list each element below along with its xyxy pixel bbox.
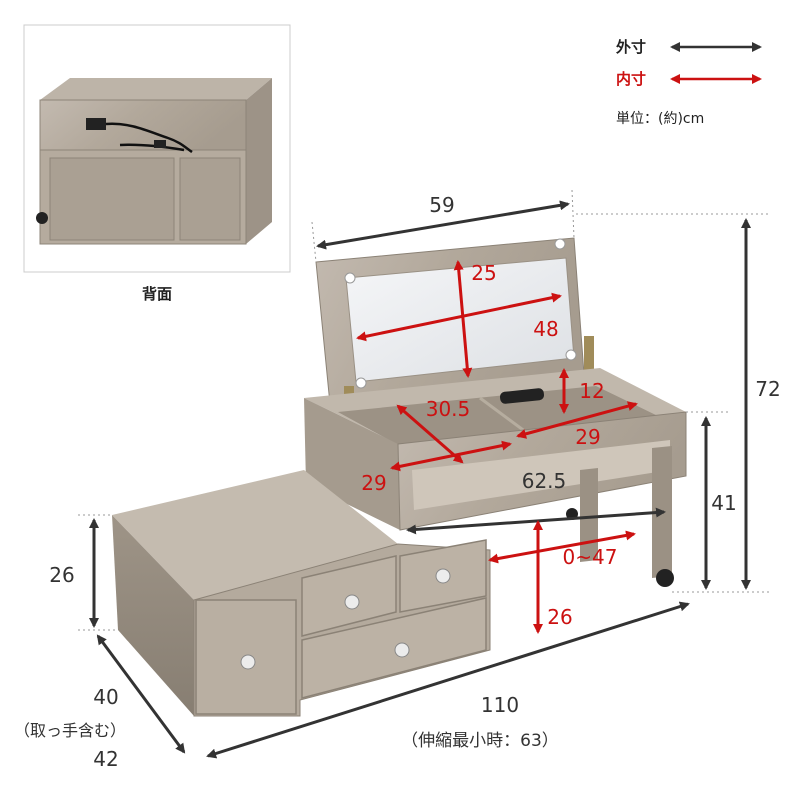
- label-desk-height: 41: [711, 491, 736, 515]
- back-view-upper-panel: [39, 99, 247, 151]
- back-view-top: [40, 78, 272, 100]
- drawer-knob-icon: [394, 642, 410, 658]
- back-view-board-right: [179, 157, 241, 241]
- outer-dimension-labels: 59 72 41 26 40 （取っ手含む） 42 110 （伸縮最小時：63）…: [14, 193, 781, 771]
- label-cabinet-height: 26: [49, 563, 74, 587]
- label-right-compartment-width: 29: [575, 425, 600, 449]
- drawer-knob-icon: [240, 654, 256, 670]
- cable-hole-icon: [499, 388, 545, 404]
- legend-unit-label: 単位：(約)cm: [616, 111, 704, 127]
- inner-dimension-labels: 25 48 12 30.5 29 29 26 0~47: [361, 261, 617, 629]
- legend-inner-label: 内寸: [616, 70, 646, 88]
- arrow-slide-range: [488, 530, 636, 564]
- arrow-right-compartment-width: [516, 401, 638, 439]
- back-view-side: [246, 78, 272, 244]
- mirror-light-icon: [554, 238, 566, 250]
- back-view-board-left: [49, 157, 175, 241]
- outer-dimension-arrows: [89, 200, 751, 759]
- arrow-width-extended: [206, 601, 690, 759]
- drawer-knob-icon: [435, 568, 451, 584]
- label-width-note: （伸縮最小時：63）: [401, 731, 559, 751]
- cabinet-top: [112, 470, 398, 600]
- vanity-desk: [112, 237, 687, 717]
- back-view: 背面: [23, 24, 291, 303]
- arrow-mirror-width: [356, 292, 562, 342]
- power-cable-icon: [105, 122, 193, 154]
- label-depth: 42: [93, 747, 118, 771]
- label-shelf-width: 62.5: [522, 469, 567, 493]
- label-lid-width: 59: [429, 193, 454, 217]
- mirror-light-icon: [565, 349, 577, 361]
- label-total-height: 72: [755, 377, 780, 401]
- desk-box-side: [304, 398, 400, 530]
- arrow-depth: [96, 634, 186, 754]
- label-depth-with-handle: 40: [93, 685, 118, 709]
- mirror-light-icon: [355, 377, 367, 389]
- legend: 外寸 内寸 単位：(約)cm: [615, 38, 762, 127]
- mirror-light-icon: [344, 272, 356, 284]
- label-depth-note: （取っ手含む）: [14, 721, 126, 740]
- legend-outer-label: 外寸: [615, 38, 646, 56]
- drawer-knob-icon: [344, 594, 360, 610]
- hinge-icon: [584, 336, 594, 380]
- label-mirror-height: 25: [471, 261, 496, 285]
- caster-icon: [36, 212, 48, 224]
- label-under-desk-height: 26: [547, 605, 572, 629]
- arrow-lid-width: [316, 200, 570, 250]
- inner-dimension-arrows: [356, 260, 638, 634]
- label-left-compartment-width: 29: [361, 471, 386, 495]
- label-slide-range: 0~47: [563, 545, 618, 569]
- caster-icon: [656, 569, 674, 587]
- label-width-extended: 110: [481, 693, 519, 717]
- guide-lines: [78, 189, 770, 631]
- back-view-caption: 背面: [142, 285, 172, 303]
- outlet-icon: [86, 118, 106, 130]
- desk-box-front-panel: [412, 440, 670, 510]
- arrow-left-compartment-width: [390, 440, 512, 472]
- label-tray-depth: 12: [579, 379, 604, 403]
- cable-plug-icon: [154, 140, 166, 148]
- label-mirror-width: 48: [533, 317, 558, 341]
- label-left-compartment-depth: 30.5: [426, 397, 471, 421]
